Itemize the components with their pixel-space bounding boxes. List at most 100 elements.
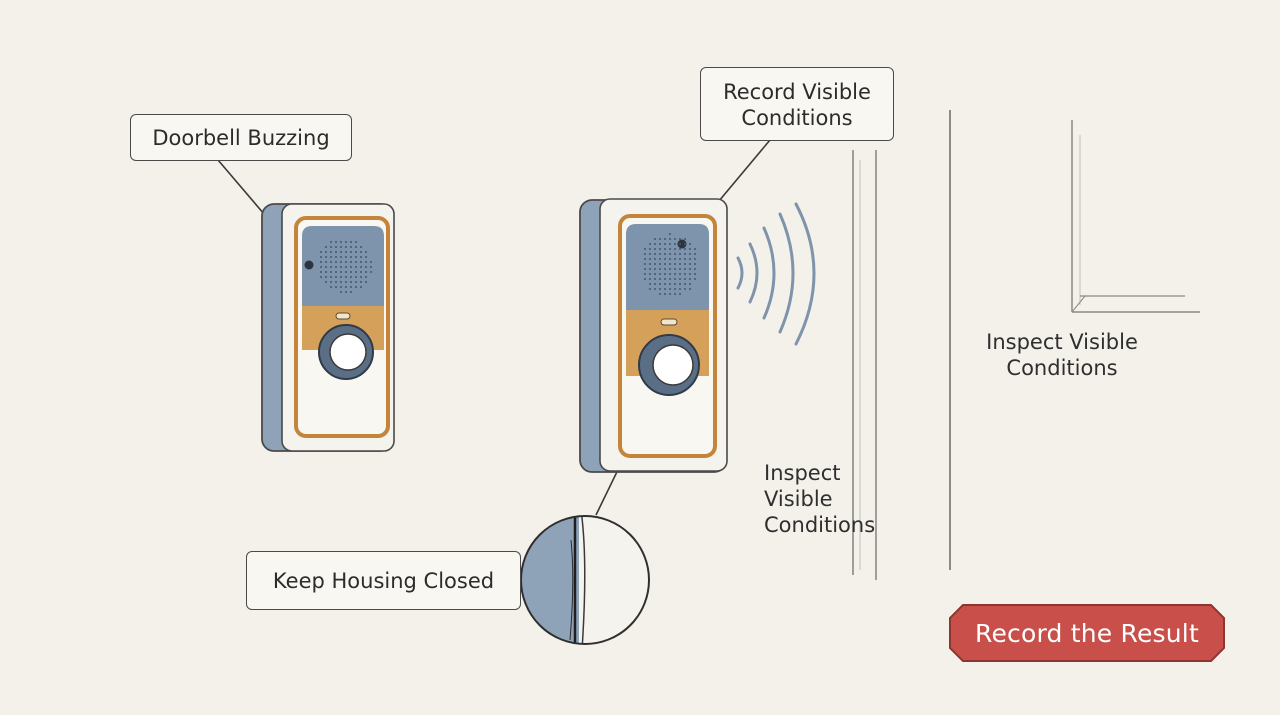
speaker-dot [325, 261, 327, 263]
speaker-dot [325, 281, 327, 283]
speaker-dot [649, 273, 651, 275]
speaker-dot [674, 258, 676, 260]
speaker-dot [335, 261, 337, 263]
speaker-dot [370, 266, 372, 268]
speaker-dot [684, 253, 686, 255]
speaker-dot [330, 241, 332, 243]
speaker-dot [664, 278, 666, 280]
speaker-dot [335, 286, 337, 288]
speaker-dot [325, 266, 327, 268]
speaker-dot [689, 268, 691, 270]
label-inspect-visible-conditions-right: Inspect Visible Conditions [979, 329, 1145, 381]
speaker-dot [345, 256, 347, 258]
speaker-dot [674, 263, 676, 265]
speaker-dot [340, 276, 342, 278]
speaker-dot [355, 246, 357, 248]
speaker-dot [649, 288, 651, 290]
speaker-dot [694, 253, 696, 255]
speaker-dot [330, 256, 332, 258]
speaker-dot [679, 238, 681, 240]
speaker-dot [679, 258, 681, 260]
speaker-dot [340, 241, 342, 243]
speaker-dot [340, 281, 342, 283]
callout-record-visible-line2: Conditions [741, 106, 853, 130]
speaker-dot [350, 271, 352, 273]
speaker-dot [694, 278, 696, 280]
speaker-dot [335, 276, 337, 278]
speaker-dot [689, 248, 691, 250]
speaker-dot [644, 258, 646, 260]
speaker-dot [335, 246, 337, 248]
speaker-dot [649, 283, 651, 285]
speaker-dot [365, 261, 367, 263]
speaker-dot [694, 258, 696, 260]
speaker-dot [674, 268, 676, 270]
record-the-result-label: Record the Result [975, 618, 1199, 648]
speaker-dot [370, 271, 372, 273]
speaker-dot [335, 281, 337, 283]
speaker-dot [335, 256, 337, 258]
label-inspect-center-line3: Conditions [764, 513, 876, 537]
speaker-dot [345, 261, 347, 263]
speaker-dot [330, 281, 332, 283]
speaker-dot [330, 286, 332, 288]
speaker-dot [350, 276, 352, 278]
speaker-dot [664, 273, 666, 275]
speaker-dot [355, 281, 357, 283]
speaker-dot [679, 278, 681, 280]
speaker-dot [669, 263, 671, 265]
speaker-dot [679, 283, 681, 285]
speaker-dot [345, 246, 347, 248]
speaker-dot [649, 258, 651, 260]
speaker-dot [684, 263, 686, 265]
speaker-dot [320, 266, 322, 268]
speaker-dot [355, 261, 357, 263]
speaker-dot [694, 273, 696, 275]
speaker-dot [684, 268, 686, 270]
speaker-dot [684, 288, 686, 290]
speaker-dot [669, 248, 671, 250]
speaker-dot [320, 271, 322, 273]
speaker-dot [684, 248, 686, 250]
speaker-dot [664, 248, 666, 250]
speaker-dot [345, 271, 347, 273]
speaker-dot [360, 261, 362, 263]
speaker-dot [345, 251, 347, 253]
speaker-grille-center [644, 233, 696, 295]
speaker-dot [659, 238, 661, 240]
speaker-dot [340, 246, 342, 248]
speaker-dot [365, 266, 367, 268]
speaker-dot [365, 281, 367, 283]
speaker-dot [649, 253, 651, 255]
speaker-dot [684, 273, 686, 275]
speaker-dot [325, 251, 327, 253]
speaker-dot [654, 258, 656, 260]
speaker-dot [659, 278, 661, 280]
speaker-dot [325, 271, 327, 273]
speaker-dot [325, 276, 327, 278]
speaker-dot [365, 271, 367, 273]
speaker-dot [679, 268, 681, 270]
speaker-dot [679, 273, 681, 275]
speaker-dot [674, 248, 676, 250]
speaker-dot [654, 238, 656, 240]
speaker-dot [694, 248, 696, 250]
speaker-dot [679, 248, 681, 250]
speaker-dot [644, 248, 646, 250]
speaker-dot [330, 261, 332, 263]
speaker-dot [659, 253, 661, 255]
speaker-dot [345, 291, 347, 293]
speaker-dot [659, 268, 661, 270]
record-the-result-button[interactable]: Record the Result [949, 604, 1225, 662]
speaker-dot [335, 241, 337, 243]
speaker-dot [669, 258, 671, 260]
speaker-dot [669, 243, 671, 245]
speaker-dot [669, 268, 671, 270]
speaker-dot [674, 243, 676, 245]
speaker-dot [330, 271, 332, 273]
speaker-dot [360, 271, 362, 273]
speaker-dot [360, 281, 362, 283]
speaker-dot [654, 263, 656, 265]
speaker-dot [659, 288, 661, 290]
